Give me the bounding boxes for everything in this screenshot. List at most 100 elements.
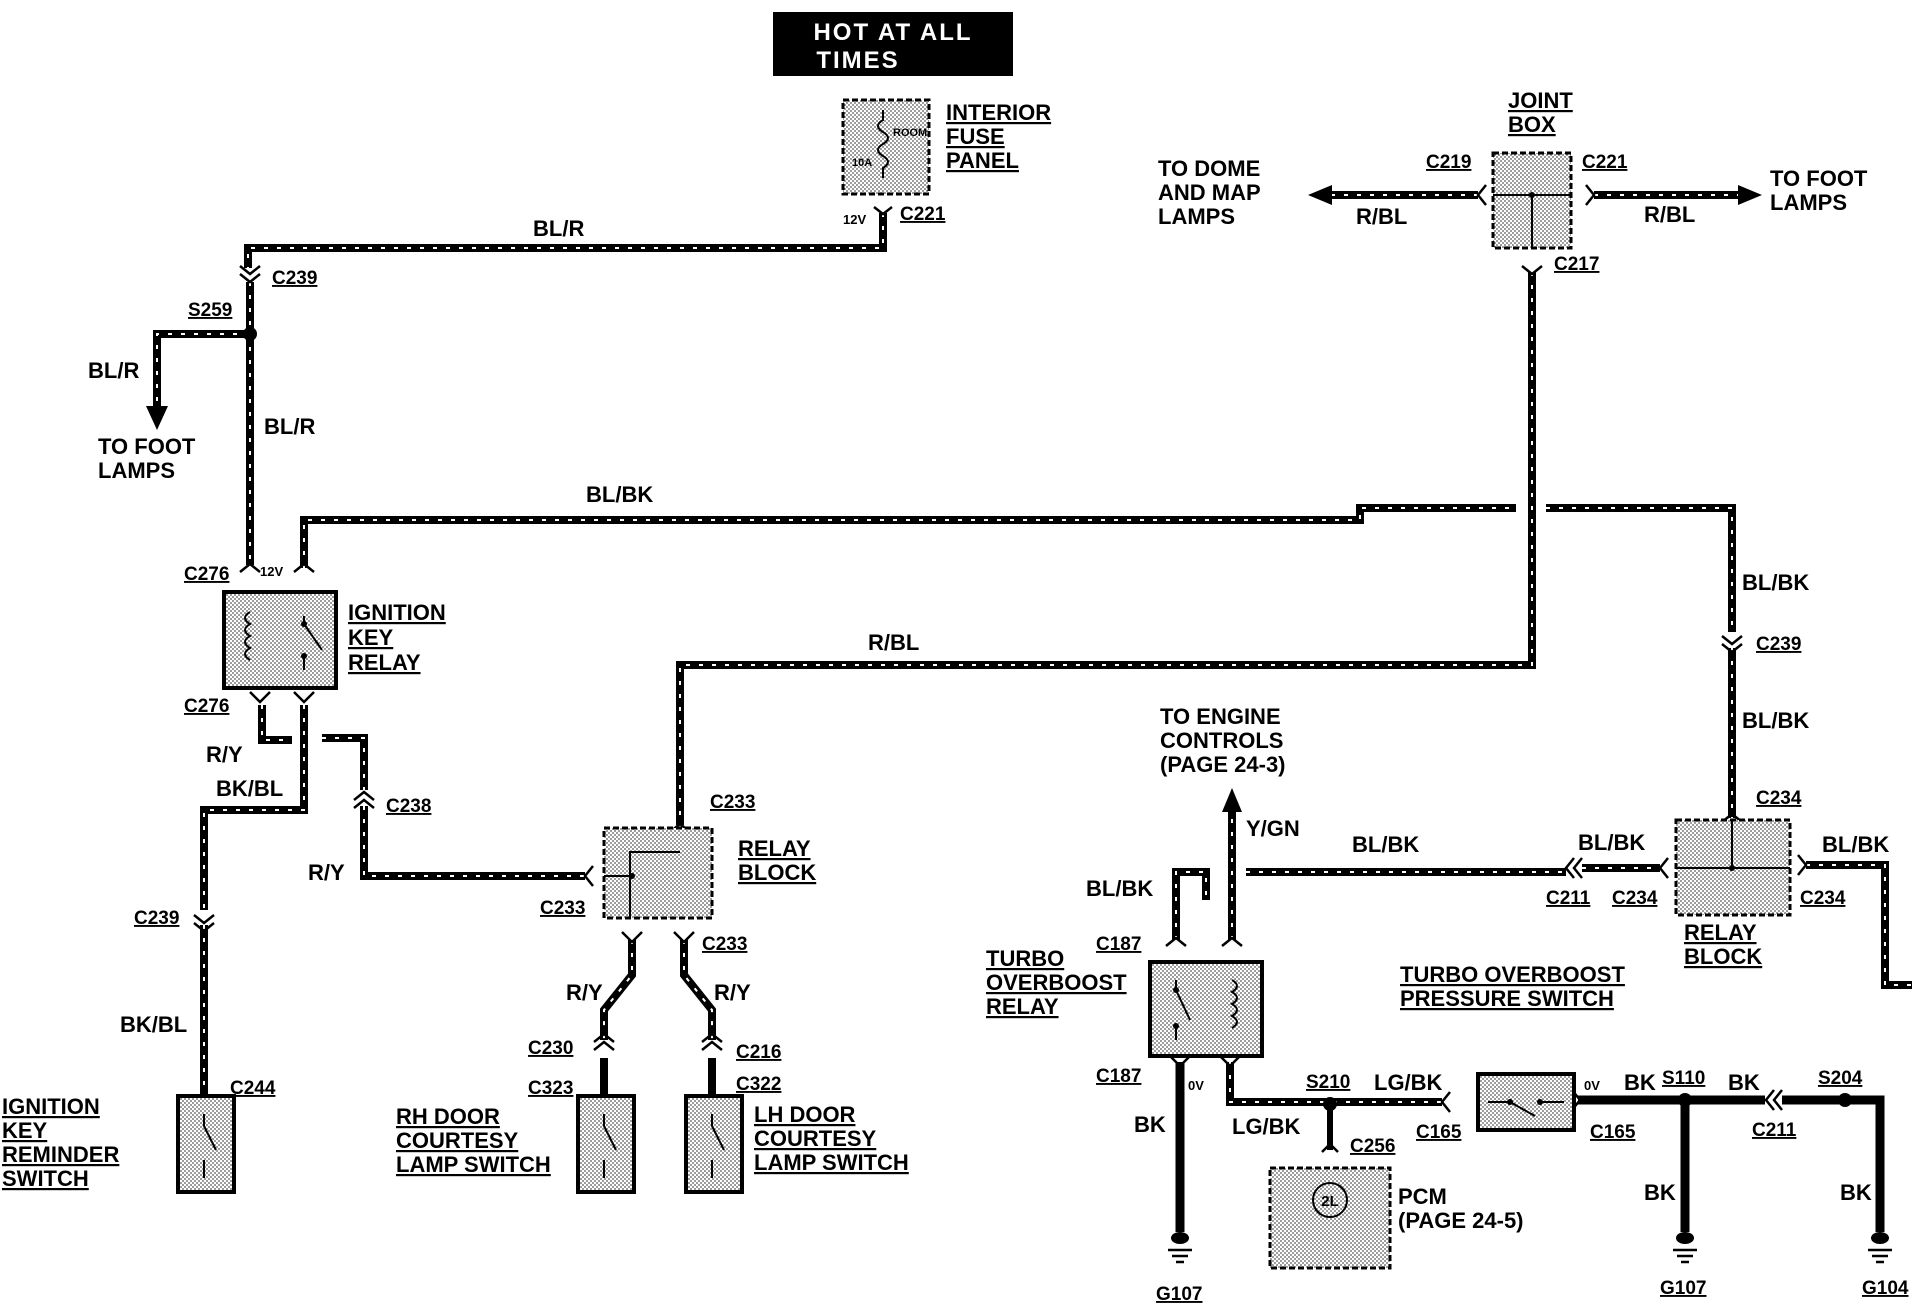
splice-s210 bbox=[1323, 1097, 1337, 1111]
conn-c230: C230 bbox=[528, 1038, 573, 1059]
conn-c219: C219 bbox=[1426, 152, 1471, 173]
conn-c211: C211 bbox=[1546, 888, 1591, 909]
conn-c187-bot: C187 bbox=[1096, 1066, 1141, 1087]
relay-coil-icon bbox=[244, 611, 252, 661]
wire-label-bl-r-left: BL/R bbox=[88, 358, 139, 383]
wire-r-y-rh bbox=[600, 940, 636, 1040]
splices bbox=[243, 327, 1852, 1111]
reminder-label-2: KEY bbox=[2, 1118, 48, 1143]
wire-bk-c211b bbox=[1782, 1095, 1885, 1232]
splice-s110-label: S110 bbox=[1662, 1068, 1705, 1089]
lh-door-label-1: LH DOOR bbox=[754, 1102, 856, 1127]
fuse-panel-label-1: INTERIOR bbox=[946, 100, 1051, 125]
component-labels: INTERIOR FUSE PANEL JOINT BOX IGNITION K… bbox=[2, 88, 1762, 1233]
ground-g107b bbox=[1673, 1248, 1697, 1264]
conn-c276-top: C276 bbox=[184, 564, 229, 585]
voltage-0v-switch: 0V bbox=[1584, 1078, 1600, 1093]
wire-label-r-y-3: R/Y bbox=[566, 980, 603, 1005]
conn-c234-left: C234 bbox=[1612, 888, 1658, 909]
interior-fuse-panel: ROOM 10A bbox=[841, 98, 931, 196]
lh-door-switch bbox=[684, 1094, 744, 1194]
rh-door-label-1: RH DOOR bbox=[396, 1104, 500, 1129]
voltage-0v-turbo: 0V bbox=[1188, 1078, 1204, 1093]
relay-block-left-label-1: RELAY bbox=[738, 836, 811, 861]
ground-g107b-label: G107 bbox=[1660, 1278, 1706, 1299]
conn-c221-jb: C221 bbox=[1582, 152, 1628, 173]
fuse-icon bbox=[877, 110, 889, 178]
turbo-pressure-switch bbox=[1476, 1072, 1576, 1132]
conn-c233-bot: C233 bbox=[702, 934, 747, 955]
banner-line2: TIMES bbox=[816, 47, 899, 74]
pressure-switch-label-1: TURBO OVERBOOST bbox=[1400, 962, 1625, 987]
wire-label-bk-g107b: BK bbox=[1644, 1180, 1676, 1205]
conn-c221-fuse: C221 bbox=[900, 204, 946, 225]
conn-c233-top: C233 bbox=[710, 792, 755, 813]
joint-box-label-2: BOX bbox=[1508, 112, 1556, 137]
dome-label-1: TO DOME bbox=[1158, 156, 1260, 181]
reminder-label-1: IGNITION bbox=[2, 1094, 100, 1119]
relay-block-right-label-2: BLOCK bbox=[1684, 944, 1762, 969]
ground-g104 bbox=[1868, 1248, 1892, 1264]
wire-label-bk-bl-1: BK/BL bbox=[216, 776, 283, 801]
pcm-symbol: 2L bbox=[1321, 1193, 1339, 1210]
conn-c216: C216 bbox=[736, 1042, 781, 1063]
splice-s204 bbox=[1838, 1093, 1852, 1107]
splice-s259-label: S259 bbox=[188, 300, 232, 321]
conn-c187-top: C187 bbox=[1096, 934, 1141, 955]
lh-door-label-2: COURTESY bbox=[754, 1126, 877, 1151]
relay-block-left bbox=[602, 826, 714, 920]
conn-c276-bot: C276 bbox=[184, 696, 229, 717]
conn-c211-b: C211 bbox=[1752, 1120, 1797, 1141]
dome-label-3: LAMPS bbox=[1158, 204, 1235, 229]
rh-door-switch bbox=[576, 1094, 636, 1194]
pressure-switch-label-2: PRESSURE SWITCH bbox=[1400, 986, 1614, 1011]
reminder-label-4: SWITCH bbox=[2, 1166, 89, 1191]
turbo-relay-label-3: RELAY bbox=[986, 994, 1059, 1019]
arrow-foot-right bbox=[1738, 185, 1762, 205]
ignition-key-reminder-switch bbox=[176, 1094, 236, 1194]
wire-label-bl-bk-right2: BL/BK bbox=[1742, 708, 1809, 733]
wire-label-bl-bk-top: BL/BK bbox=[586, 482, 653, 507]
splice-s259 bbox=[243, 327, 257, 341]
connector-symbols bbox=[193, 184, 1808, 1153]
pcm-symbol-circle bbox=[1312, 1182, 1348, 1218]
wire-label-lg-bk-1: LG/BK bbox=[1232, 1114, 1301, 1139]
lh-door-label-3: LAMP SWITCH bbox=[754, 1150, 909, 1175]
fuse-panel-label-2: FUSE bbox=[946, 124, 1005, 149]
wire-label-bl-r-vert: BL/R bbox=[264, 414, 315, 439]
wire-lg-bk-1 bbox=[1226, 1062, 1320, 1106]
pcm-module: 2L bbox=[1268, 1166, 1392, 1270]
conn-c217: C217 bbox=[1554, 254, 1599, 275]
foot-right-label-2: LAMPS bbox=[1770, 190, 1847, 215]
destination-labels: TO DOME AND MAP LAMPS TO FOOT LAMPS TO F… bbox=[98, 156, 1868, 777]
wire-color-labels: BL/R BL/R BL/R R/BL R/BL BL/BK R/BL BL/B… bbox=[88, 202, 1889, 1205]
wire-label-bk-bl-2: BK/BL bbox=[120, 1012, 187, 1037]
wire-label-bl-bk-mid: BL/BK bbox=[1352, 832, 1419, 857]
wire-bl-bk-c234 bbox=[1806, 861, 1912, 989]
fuse-panel-label-3: PANEL bbox=[946, 148, 1019, 173]
fuse-name: ROOM bbox=[893, 127, 927, 139]
pcm-label-2: (PAGE 24-5) bbox=[1398, 1208, 1524, 1233]
conn-c239-top: C239 bbox=[272, 268, 317, 289]
wire-label-r-bl-foot: R/BL bbox=[1644, 202, 1695, 227]
wire-bl-bk-right-top bbox=[1546, 504, 1736, 632]
conn-c234-right: C234 bbox=[1800, 888, 1846, 909]
pcm-label-1: PCM bbox=[1398, 1184, 1447, 1209]
voltage-labels: 12V 12V 0V 0V bbox=[260, 212, 1600, 1093]
wire-r-y-3 bbox=[360, 806, 585, 880]
connector-labels: C221 C219 C221 C217 C239 S259 C276 C276 … bbox=[134, 152, 1909, 1305]
ign-relay-label-3: RELAY bbox=[348, 650, 421, 675]
rh-door-label-3: LAMP SWITCH bbox=[396, 1152, 551, 1177]
ground-g104-label: G104 bbox=[1862, 1278, 1909, 1299]
wire-label-y-gn: Y/GN bbox=[1246, 816, 1300, 841]
ign-relay-label-1: IGNITION bbox=[348, 600, 446, 625]
turbo-coil-icon bbox=[1230, 979, 1238, 1029]
wire-label-r-bl-mid: R/BL bbox=[868, 630, 919, 655]
relay-block-right-label-1: RELAY bbox=[1684, 920, 1757, 945]
engine-label-2: CONTROLS bbox=[1160, 728, 1283, 753]
voltage-12v-fuse: 12V bbox=[843, 212, 866, 227]
arrow-dome bbox=[1308, 185, 1332, 205]
wire-bk-bl bbox=[200, 705, 308, 910]
turbo-relay-label-2: OVERBOOST bbox=[986, 970, 1127, 995]
